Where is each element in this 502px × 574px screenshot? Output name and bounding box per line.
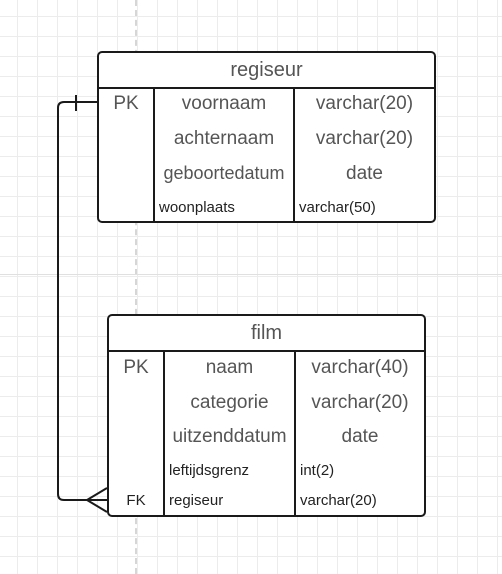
field-name: achternaam — [173, 128, 275, 149]
entity-film[interactable]: film PK naam varchar(40) categorie varch… — [107, 314, 426, 517]
connector-line — [57, 101, 107, 501]
entity-title: regiseur — [99, 53, 434, 89]
entity-title: film — [109, 316, 424, 352]
entity-regiseur[interactable]: regiseur PK voornaam varchar(20) achtern… — [97, 51, 436, 223]
vertical-guide-line — [135, 0, 137, 574]
field-type: varchar(50) — [299, 199, 376, 216]
column-separator — [293, 89, 295, 221]
field-name: geboortedatum — [163, 163, 285, 183]
column-separator — [294, 352, 296, 515]
field-name: voornaam — [181, 93, 267, 114]
field-type: int(2) — [300, 462, 335, 479]
field-type: varchar(20) — [315, 128, 414, 149]
key-label: PK — [113, 93, 139, 114]
many-crowfoot-upper — [86, 487, 108, 501]
field-name: leftijdsgrenz — [169, 462, 250, 479]
horizontal-guide-line — [0, 274, 502, 275]
key-label: FK — [126, 492, 146, 509]
field-name: naam — [205, 357, 254, 378]
field-type: varchar(20) — [315, 93, 414, 114]
many-crowfoot-lower — [86, 499, 108, 513]
key-label: PK — [123, 357, 149, 378]
field-type: varchar(40) — [311, 357, 409, 378]
field-type: varchar(20) — [311, 392, 409, 413]
field-type: date — [346, 163, 383, 184]
field-name: uitzenddatum — [172, 426, 287, 447]
field-type: date — [341, 426, 379, 447]
field-name: woonplaats — [159, 199, 235, 216]
column-separator — [153, 89, 155, 221]
column-separator — [163, 352, 165, 515]
field-name: categorie — [190, 392, 269, 413]
field-name: regiseur — [169, 492, 224, 509]
field-type: varchar(20) — [300, 492, 377, 509]
